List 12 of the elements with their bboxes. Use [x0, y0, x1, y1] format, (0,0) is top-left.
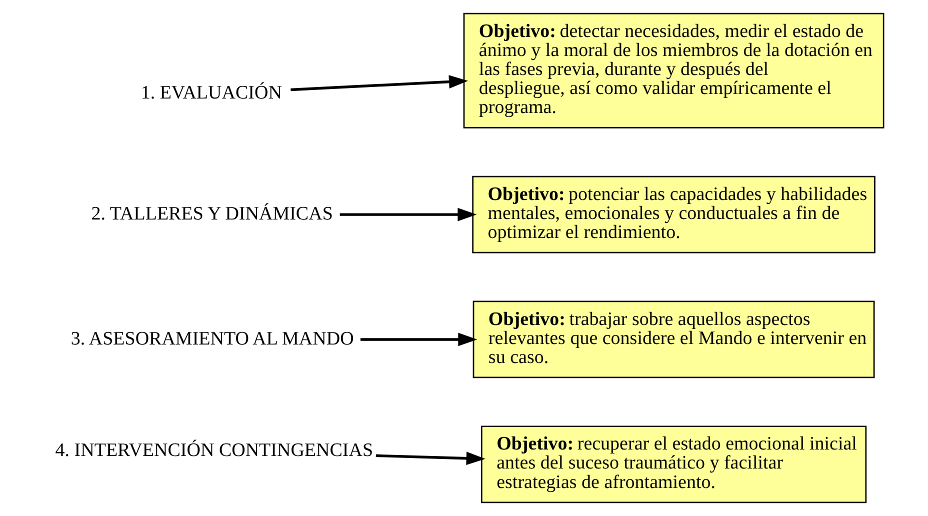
arrow [290, 75, 468, 92]
node-box: Objetivo: recuperar el estado emocional inicial antes del suceso traumático y facilitar estrategias de afrontamiento. [480, 426, 867, 504]
node-box: Objetivo: potenciar las capacidades y habilidades mentales, emocionales y conductuales a fin de optimizar el rendimiento. [472, 176, 876, 254]
node-box: Objetivo: trabajar sobre aquellos aspectos relevantes que considere el Mando e intervenir en su caso. [472, 300, 875, 378]
node-text: 3. ASESORAMIENTO AL MANDO [70, 328, 354, 350]
node-text: 4. INTERVENCIÓN CONTINGENCIAS [55, 440, 374, 461]
arrow [360, 332, 478, 346]
arrow [340, 208, 477, 222]
node-box: Objetivo: detectar necesidades, medir el estado de ánimo y la moral de los miembros de la dotación en las fases previa, durante y después del despliegue, así como validar empíricamente el programa. [463, 12, 884, 128]
arrow [376, 452, 486, 465]
node-text: 1. EVALUACIÓN [140, 82, 282, 104]
node-text: 2. TALLERES Y DINÁMICAS [91, 204, 333, 225]
